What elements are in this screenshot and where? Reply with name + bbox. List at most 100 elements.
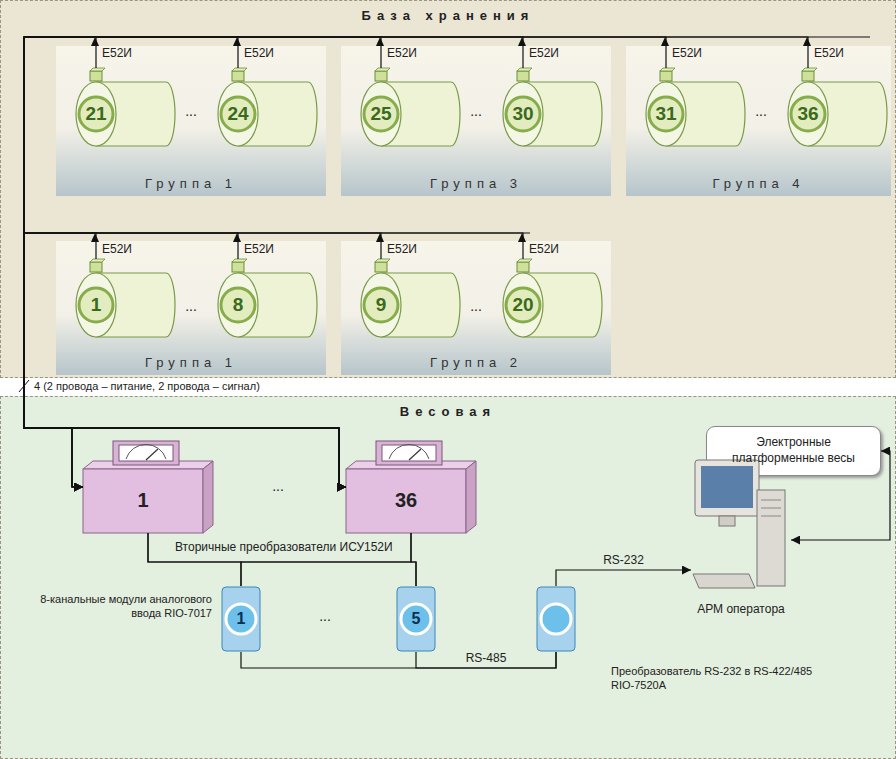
tank-group: Группа 2920 <box>341 241 611 375</box>
tank-number-ring <box>506 97 540 131</box>
module-body <box>537 587 575 651</box>
connector <box>24 233 381 487</box>
tank-drawing <box>66 259 176 339</box>
node-text: Группа 3 <box>341 176 611 191</box>
tank-cylinder: 1 <box>66 259 176 339</box>
tank-number-ring <box>79 288 113 322</box>
bus-wire <box>24 36 870 37</box>
sensor-symbol <box>90 71 102 81</box>
connector <box>556 570 691 586</box>
gauge-scale <box>389 444 429 459</box>
sensor-symbol <box>802 71 814 81</box>
bus-arrowhead <box>91 37 99 46</box>
diagram-label: ... <box>464 298 488 314</box>
sensor-symbol <box>375 262 387 272</box>
converter-side <box>466 461 476 533</box>
converter-side <box>203 461 213 533</box>
node-text: Группа 4 <box>626 176 891 191</box>
sensor-top <box>90 68 105 71</box>
node-text: 5 <box>396 610 436 628</box>
converter-front <box>346 469 466 533</box>
node-text: Электронные платформенные весы <box>707 435 880 466</box>
tank-group: Группа 32530 <box>341 46 611 196</box>
connector <box>24 37 346 487</box>
io-module: 5 <box>396 586 436 652</box>
sensor-top <box>802 68 817 71</box>
tank-cylinder: 21 <box>66 68 176 148</box>
tank-cylinder: 36 <box>778 68 888 148</box>
connector <box>24 37 666 487</box>
converter-box: 1 <box>83 441 213 533</box>
connector <box>148 533 241 586</box>
connector <box>24 233 523 487</box>
tank-cylinder: 25 <box>351 68 461 148</box>
gauge-needle <box>409 449 421 460</box>
diagram-label: 4 (2 провода – питание, 2 провода – сигн… <box>34 380 260 392</box>
sensor-top <box>375 259 390 262</box>
node-text: 36 <box>791 103 825 125</box>
io-module: 1 <box>221 586 261 652</box>
node-text: АРМ оператора <box>671 602 811 616</box>
diagram-label: Е52И <box>244 242 274 256</box>
sensor-top <box>517 68 532 71</box>
zone-region: Весовая13615Преобразователь RS-232 в RS-… <box>0 396 896 759</box>
tank-cylinder: 24 <box>208 68 318 148</box>
connector <box>241 652 556 668</box>
tank-drawing <box>636 68 746 148</box>
tank-end <box>218 82 258 146</box>
sensor-symbol <box>90 262 102 272</box>
diagram-label: ... <box>258 478 298 494</box>
sensor-top <box>375 68 390 71</box>
wiring-decor <box>19 37 870 392</box>
system-unit <box>757 490 785 586</box>
tank-cylinder: 8 <box>208 259 318 339</box>
node-text: 1 <box>83 489 203 512</box>
monitor-stand <box>719 516 735 526</box>
node-text: Группа 1 <box>56 176 326 191</box>
node-text: 24 <box>221 103 255 125</box>
tank-end <box>503 82 543 146</box>
tank-drawing <box>351 259 461 339</box>
connector <box>148 533 416 586</box>
diagram-label: ... <box>464 103 488 119</box>
connector <box>24 37 523 487</box>
bus-arrowhead <box>518 233 526 242</box>
bus-arrowhead <box>233 37 241 46</box>
node-text: Группа 1 <box>56 355 326 370</box>
diagram-label: Е52И <box>387 46 417 60</box>
diagram-label: Е52И <box>244 46 274 60</box>
connector <box>24 233 96 487</box>
tank-end <box>361 82 401 146</box>
tank-end <box>646 82 686 146</box>
line-label: RS-485 <box>464 651 509 665</box>
sensor-symbol <box>517 262 529 272</box>
connector <box>416 652 556 668</box>
sensor-top <box>90 259 105 262</box>
tank-number-ring <box>364 288 398 322</box>
converter-drawing <box>346 441 476 533</box>
bus-arrowhead <box>233 233 241 242</box>
tank-drawing <box>66 68 176 148</box>
gauge-scale <box>126 444 166 459</box>
diagram-label: ... <box>305 608 345 624</box>
converter-front <box>83 469 203 533</box>
connector <box>24 37 346 487</box>
tank-cylinder: 20 <box>493 259 603 339</box>
diagram-label: ... <box>749 103 773 119</box>
tank-end <box>361 273 401 337</box>
diagram-label: Е52И <box>387 242 417 256</box>
bus-arrowhead <box>376 233 384 242</box>
node-text: 25 <box>364 103 398 125</box>
connector <box>24 233 238 487</box>
node-text: 36 <box>346 489 466 512</box>
gauge-dial <box>382 445 436 461</box>
tank-drawing <box>208 68 318 148</box>
bus-arrowhead <box>803 37 811 46</box>
tank-number-ring <box>221 288 255 322</box>
node-text: Весовая <box>1 404 895 419</box>
drive-slot <box>761 516 781 517</box>
zone-region: База храненияГруппа 12124Группа 32530Гру… <box>0 0 896 378</box>
